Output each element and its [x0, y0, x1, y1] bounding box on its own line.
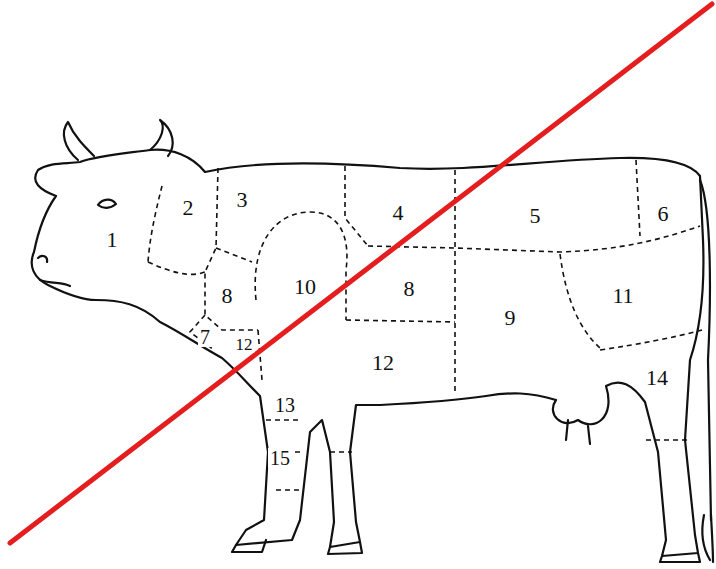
nostril	[38, 256, 47, 262]
callout-number: 11	[610, 285, 635, 307]
tail-tuft	[702, 515, 713, 562]
cut-line	[266, 420, 302, 490]
callout-number: 14	[644, 367, 670, 389]
udder	[566, 420, 590, 444]
callout-number: 8	[402, 278, 417, 300]
callout-number: 15	[268, 448, 292, 468]
eye	[98, 200, 116, 208]
cut-lines	[148, 160, 702, 490]
callout-number: 5	[528, 205, 543, 227]
callout-number: 13	[273, 395, 297, 415]
callout-number: 3	[235, 189, 250, 211]
callout-number: 1	[105, 229, 120, 251]
callout-number: 9	[503, 307, 518, 329]
callout-number: 2	[181, 197, 196, 219]
callout-number: 12	[234, 336, 255, 353]
cut-line	[646, 439, 688, 441]
cut-line	[255, 212, 347, 320]
cut-line	[560, 254, 600, 348]
cut-line	[148, 262, 205, 274]
tail	[700, 180, 711, 520]
cut-line	[346, 320, 455, 322]
callout-number: 10	[292, 276, 318, 298]
callout-number: 6	[656, 203, 671, 225]
cut-line	[636, 160, 640, 236]
callout-number: 4	[391, 202, 406, 224]
callout-number: 8	[220, 285, 235, 307]
cut-line	[205, 168, 258, 330]
hoof	[232, 540, 700, 562]
cut-line	[148, 186, 162, 262]
callout-number: 7	[198, 327, 212, 347]
mouth	[40, 280, 70, 286]
horn	[150, 120, 173, 156]
red-slash	[10, 4, 712, 543]
cut-line	[345, 166, 368, 246]
cut-line	[330, 451, 352, 453]
callout-number: 12	[370, 352, 396, 374]
cut-line	[190, 315, 214, 350]
cow-outline	[32, 150, 704, 556]
cut-line	[216, 248, 252, 262]
horn	[64, 122, 94, 160]
cut-line	[600, 330, 702, 350]
